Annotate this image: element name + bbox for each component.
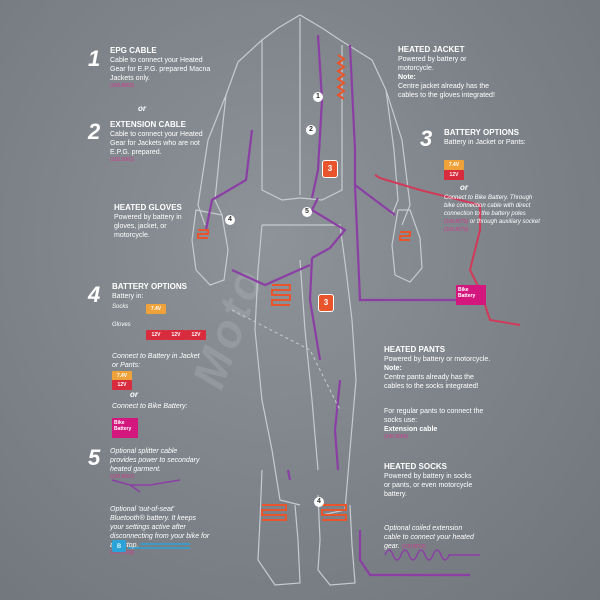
pants-battery-3: 3 xyxy=(318,294,334,312)
heated-jacket-heading: HEATED JACKET xyxy=(398,45,465,54)
bike-battery-4: Bike Battery xyxy=(112,418,138,438)
section-5-number: 5 xyxy=(88,445,101,470)
bike-connection-text: Connect to Bike Battery. Through bike co… xyxy=(444,195,533,217)
battery-in-jacket-text: Battery in Jacket or Pants: xyxy=(444,139,526,146)
battery-12v-jp: 12V xyxy=(112,380,132,390)
jacket-battery-3: 3 xyxy=(322,160,338,178)
heated-jacket-text: Powered by battery or motorcycle. xyxy=(398,56,467,72)
heating-zones xyxy=(197,54,411,521)
section-4: BATTERY OPTIONS Battery in: xyxy=(112,282,202,301)
coiled-extension-code: (100.8072) xyxy=(401,544,426,550)
splitter-cable-icon xyxy=(111,479,181,493)
section-5-splitter: Optional splitter cable provides power t… xyxy=(110,447,205,480)
section-2-number: 2 xyxy=(88,119,101,144)
bike-battery-3: Bike Battery xyxy=(456,285,486,305)
heated-pants-text: Powered by battery or motorcycle. xyxy=(384,356,491,363)
regular-pants-bold: Extension cable xyxy=(384,426,438,433)
heated-pants: HEATED PANTS Powered by battery or motor… xyxy=(384,345,494,391)
bike-battery-3-line1: Bike xyxy=(458,287,469,293)
battery-options-3-heading: BATTERY OPTIONS xyxy=(444,128,519,137)
socks-label: Socks xyxy=(112,304,129,310)
heated-jacket-note: Note: xyxy=(398,74,416,81)
or-label-4: or xyxy=(130,390,138,399)
heated-gloves-heading: HEATED GLOVES xyxy=(114,203,182,212)
battery-7v4-jacket: 7.4V xyxy=(444,160,464,170)
bike-battery-line1: Bike xyxy=(114,420,125,426)
bluetooth-icon: ʙ xyxy=(112,540,126,552)
regular-pants-code: (100.8066) xyxy=(384,434,409,440)
bluetooth-battery-code: (100.8068) xyxy=(110,550,135,556)
section-2: EXTENSION CABLE Cable to connect your He… xyxy=(110,120,210,163)
connect-jacket-pants: Connect to Battery in Jacket or Pants: xyxy=(112,353,200,369)
connect-bike-battery-4: Connect to Bike Battery: xyxy=(112,403,188,410)
or-label-1: or xyxy=(138,104,146,113)
battery-12v-gloves-1: 12V xyxy=(146,330,166,340)
or-label-3: or xyxy=(460,183,468,192)
marker-5: 5 xyxy=(302,207,312,217)
splitter-cable-code: (100.8067) xyxy=(110,474,135,480)
cables xyxy=(204,34,480,577)
suit-outline xyxy=(191,14,423,586)
marker-4-gloves: 4 xyxy=(225,215,235,225)
heated-socks-text: Powered by battery in socks or pants, or… xyxy=(384,473,473,498)
splitter-cable-text: Optional splitter cable provides power t… xyxy=(110,448,200,473)
heated-pants-heading: HEATED PANTS xyxy=(384,345,446,354)
extension-cable-heading: EXTENSION CABLE xyxy=(110,120,187,129)
bike-cable xyxy=(374,174,521,326)
section-3-bike: Connect to Bike Battery. Through bike co… xyxy=(444,194,544,234)
bike-battery-3-line2: Battery xyxy=(458,293,476,299)
battery-12v-jacket: 12V xyxy=(444,170,464,180)
battery-in-text: Battery in: xyxy=(112,293,144,300)
heated-socks-heading: HEATED SOCKS xyxy=(384,462,447,471)
battery-7v4-jp: 7.4V xyxy=(112,371,132,381)
heated-pants-note: Note: xyxy=(384,365,402,372)
section-3: BATTERY OPTIONS Battery in Jacket or Pan… xyxy=(444,128,534,147)
heated-gloves: HEATED GLOVES Powered by battery in glov… xyxy=(114,203,204,240)
pants-dash xyxy=(231,309,341,411)
heated-gloves-text: Powered by battery in gloves, jacket, or… xyxy=(114,214,182,239)
regular-pants: For regular pants to connect the socks u… xyxy=(384,407,494,440)
gloves-label: Gloves xyxy=(112,322,131,328)
epg-cable-text: Cable to connect your Heated Gear for E.… xyxy=(110,57,211,82)
extension-cable-code: (100.8061) xyxy=(110,157,135,163)
aux-socket-code: (100.8070) xyxy=(444,227,469,233)
heated-socks: HEATED SOCKS Powered by battery in socks… xyxy=(384,462,479,499)
section-4-number: 4 xyxy=(88,282,101,307)
marker-1: 1 xyxy=(313,92,323,102)
epg-cable-heading: EPG CABLE xyxy=(110,46,157,55)
battery-12v-gloves-2: 12V xyxy=(166,330,186,340)
section-3-number: 3 xyxy=(420,126,433,151)
marker-2: 2 xyxy=(306,125,316,135)
regular-pants-text: For regular pants to connect the socks u… xyxy=(384,408,484,424)
heated-jacket-note-text: Centre jacket already has the cables to … xyxy=(398,83,495,99)
battery-options-4-heading: BATTERY OPTIONS xyxy=(112,282,187,291)
bike-connection-code: (100.8075) xyxy=(444,219,469,225)
bt-battery-cable xyxy=(128,543,190,549)
section-1: EPG CABLE Cable to connect your Heated G… xyxy=(110,46,220,89)
aux-socket-text: or through auxiliary socket xyxy=(469,219,540,225)
section-1-number: 1 xyxy=(88,46,101,71)
coiled-extension-text: Optional coiled extension cable to conne… xyxy=(384,525,474,550)
epg-cable-code: (100.8060) xyxy=(110,83,135,89)
coiled-cable xyxy=(384,549,480,561)
heated-pants-note-text: Centre pants already has the cables to t… xyxy=(384,374,479,390)
extension-cable-text: Cable to connect your Heated Gear for Ja… xyxy=(110,131,203,156)
battery-7v4-socks: 7.4V xyxy=(146,304,166,314)
marker-4-socks: 4 xyxy=(314,497,324,507)
coiled-extension: Optional coiled extension cable to conne… xyxy=(384,524,479,551)
bike-battery-line2: Battery xyxy=(114,426,132,432)
battery-12v-gloves-3: 12V xyxy=(186,330,206,340)
heated-jacket: HEATED JACKET Powered by battery or moto… xyxy=(398,45,498,100)
